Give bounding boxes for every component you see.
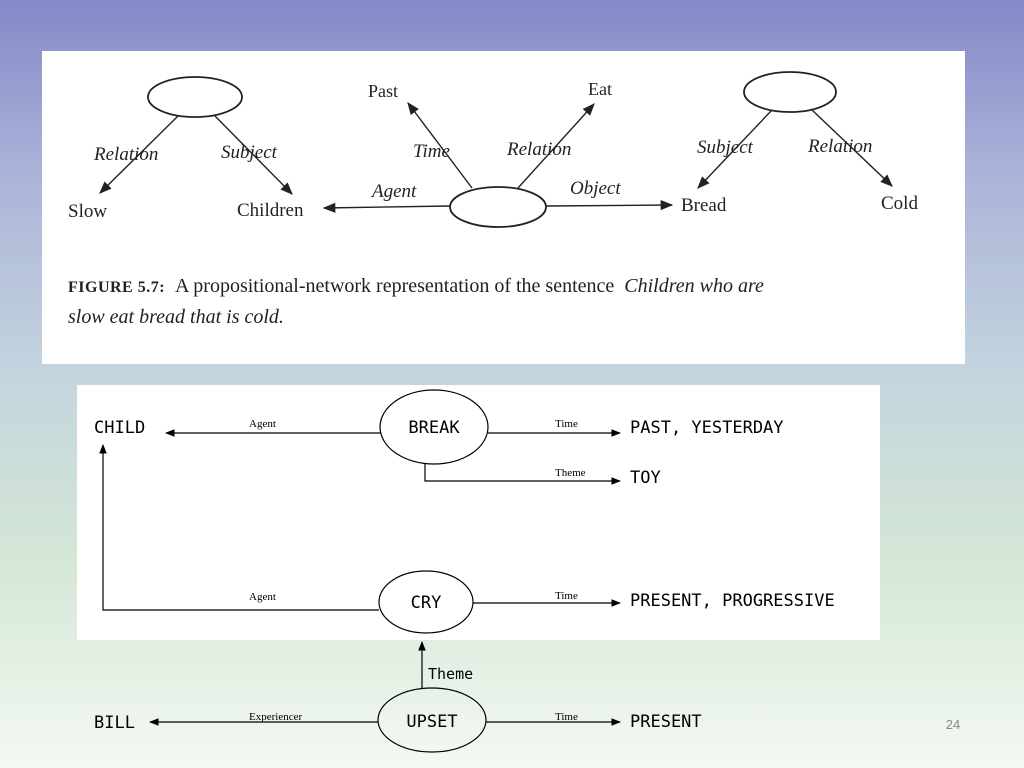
node-eat: Eat bbox=[588, 79, 612, 99]
label-experiencer: Experiencer bbox=[249, 711, 302, 723]
node-cold: Cold bbox=[881, 193, 918, 214]
semantic-network-panel bbox=[77, 385, 880, 640]
label-relation-right: Relation bbox=[807, 136, 872, 157]
label-relation-left: Relation bbox=[93, 144, 158, 165]
node-present-progressive: PRESENT, PROGRESSIVE bbox=[630, 591, 835, 611]
label-agent-break: Agent bbox=[249, 418, 276, 430]
proposition-node-left bbox=[147, 76, 243, 118]
node-past-yesterday: PAST, YESTERDAY bbox=[630, 418, 784, 438]
node-slow: Slow bbox=[68, 201, 107, 222]
label-theme-upset: Theme bbox=[428, 665, 473, 683]
node-cry-ellipse bbox=[378, 570, 474, 634]
label-time-upset: Time bbox=[555, 711, 578, 723]
node-break-ellipse bbox=[379, 389, 489, 465]
label-agent-cry: Agent bbox=[249, 591, 276, 603]
node-child: CHILD bbox=[94, 418, 145, 438]
caption-prefix: FIGURE 5.7: bbox=[68, 279, 165, 296]
label-theme-break: Theme bbox=[555, 467, 586, 479]
edge-agent bbox=[322, 202, 451, 213]
figure-caption-line1: FIGURE 5.7: A propositional-network repr… bbox=[68, 275, 764, 297]
node-bread: Bread bbox=[681, 195, 727, 216]
node-cry: CRY bbox=[411, 593, 442, 613]
caption-text: A propositional-network representation o… bbox=[175, 275, 614, 297]
edge-relation-mid bbox=[517, 103, 595, 189]
slide-number: 24 bbox=[945, 717, 961, 732]
node-upset-ellipse bbox=[377, 687, 487, 753]
label-time-break: Time bbox=[555, 418, 578, 430]
edge-relation-right bbox=[811, 109, 893, 187]
caption-italic: Children who are bbox=[624, 275, 764, 297]
label-agent: Agent bbox=[370, 181, 417, 202]
node-bill: BILL bbox=[94, 713, 135, 733]
edge-theme-break bbox=[424, 464, 621, 485]
proposition-node-center bbox=[449, 186, 547, 228]
edge-subject-right bbox=[697, 109, 773, 189]
label-time-cry: Time bbox=[555, 590, 578, 602]
proposition-node-right bbox=[743, 71, 837, 113]
edge-agent-cry bbox=[99, 444, 379, 611]
label-relation-mid: Relation bbox=[506, 139, 571, 160]
label-object: Object bbox=[570, 178, 621, 199]
label-time: Time bbox=[413, 141, 450, 162]
label-subject-right: Subject bbox=[697, 137, 754, 158]
node-break: BREAK bbox=[408, 418, 460, 438]
edge-object bbox=[545, 200, 674, 211]
figure-5-7-panel bbox=[42, 51, 965, 364]
node-children: Children bbox=[237, 200, 304, 221]
node-present: PRESENT bbox=[630, 712, 702, 732]
figure-caption-line2: slow eat bread that is cold. bbox=[68, 306, 284, 328]
edge-subject-left bbox=[214, 115, 293, 195]
node-upset: UPSET bbox=[406, 712, 457, 732]
label-subject-left: Subject bbox=[221, 142, 278, 163]
edge-time bbox=[407, 101, 473, 189]
edge-relation-left bbox=[99, 115, 179, 194]
node-toy: TOY bbox=[630, 468, 661, 488]
node-past: Past bbox=[368, 81, 398, 101]
